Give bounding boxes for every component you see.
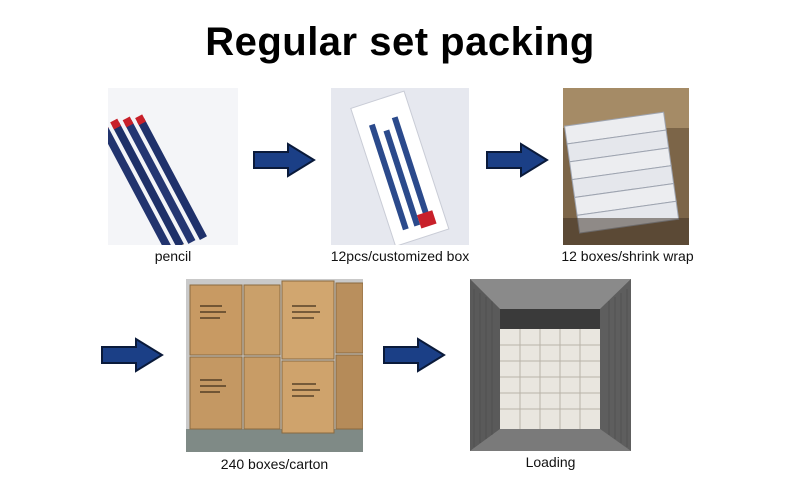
arrow-right-icon (485, 142, 549, 178)
caption-shrink-wrap: 12 boxes/shrink wrap (561, 248, 694, 264)
arrow-right-icon (252, 142, 316, 178)
caption-pencil: pencil (154, 248, 192, 264)
pencil-photo (108, 88, 238, 245)
pencil-box-photo (331, 88, 469, 245)
arrow-right-icon (100, 337, 164, 373)
caption-customized-box: 12pcs/customized box (330, 248, 470, 264)
shrink-wrap-photo (563, 88, 689, 245)
caption-carton: 240 boxes/carton (220, 456, 329, 472)
arrow-right-icon (382, 337, 446, 373)
page-title: Regular set packing (205, 20, 595, 64)
carton-photo (186, 279, 363, 452)
caption-loading: Loading (525, 454, 576, 470)
container-photo (470, 279, 631, 451)
